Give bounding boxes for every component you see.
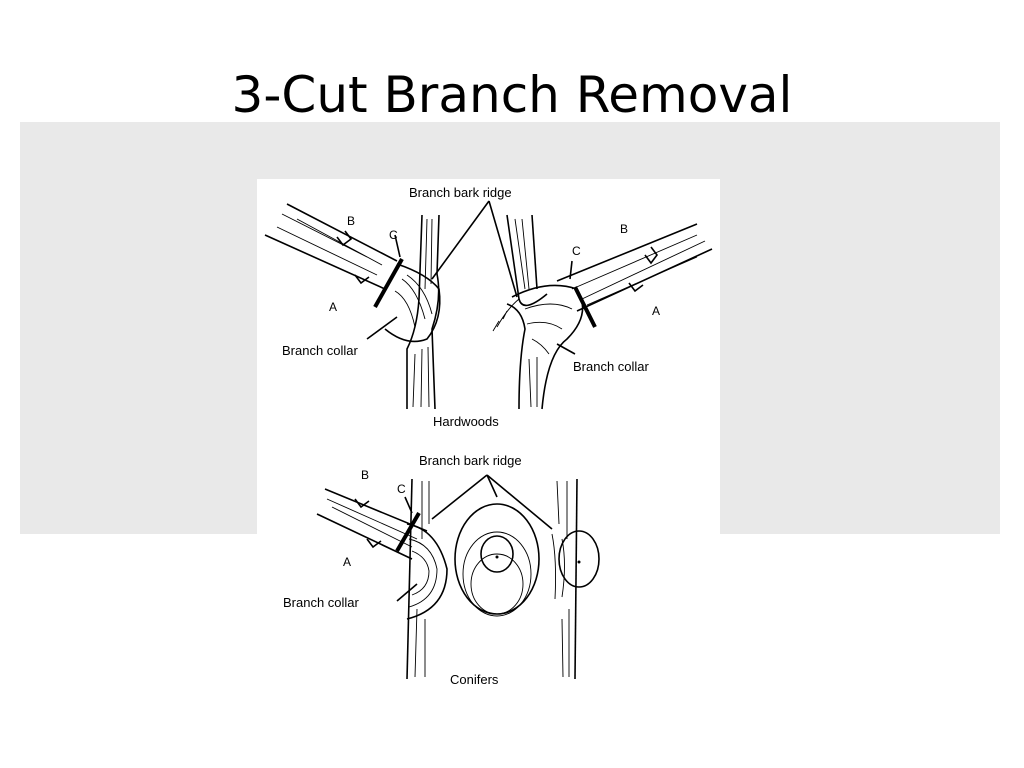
conifers-collar-label: Branch collar: [283, 595, 360, 610]
hardwoods-right-tree: [492, 214, 713, 410]
hardwoods-right-cut-b: B: [620, 222, 628, 236]
hardwoods-left-collar-label: Branch collar: [282, 343, 359, 358]
hardwoods-left-cut-b: B: [347, 214, 355, 228]
ridge-pointer-conifers: [431, 474, 553, 530]
hardwoods-left-tree: [264, 203, 441, 410]
hardwoods-left-cut-c: C: [389, 228, 398, 242]
hardwoods-right-cut-c: C: [572, 244, 581, 258]
hardwoods-right-collar-label: Branch collar: [573, 359, 650, 374]
hardwoods-caption: Hardwoods: [433, 414, 499, 429]
hardwoods-right-cut-a: A: [652, 304, 660, 318]
ridge-pointer-hardwoods: [431, 200, 518, 298]
hardwoods-ridge-label: Branch bark ridge: [409, 185, 512, 200]
slide-title: 3-Cut Branch Removal: [231, 66, 793, 124]
conifers-cut-c: C: [397, 482, 406, 496]
conifers-ridge-label: Branch bark ridge: [419, 453, 522, 468]
branch-removal-diagram: Branch bark ridge B C A Branch collar C …: [257, 179, 720, 700]
conifers-caption: Conifers: [450, 672, 499, 687]
hardwoods-left-cut-a: A: [329, 300, 337, 314]
conifer-trunk: [316, 478, 600, 680]
diagram-drawing: Branch bark ridge B C A Branch collar C …: [264, 185, 713, 687]
conifers-cut-b: B: [361, 468, 369, 482]
conifers-cut-a: A: [343, 555, 351, 569]
